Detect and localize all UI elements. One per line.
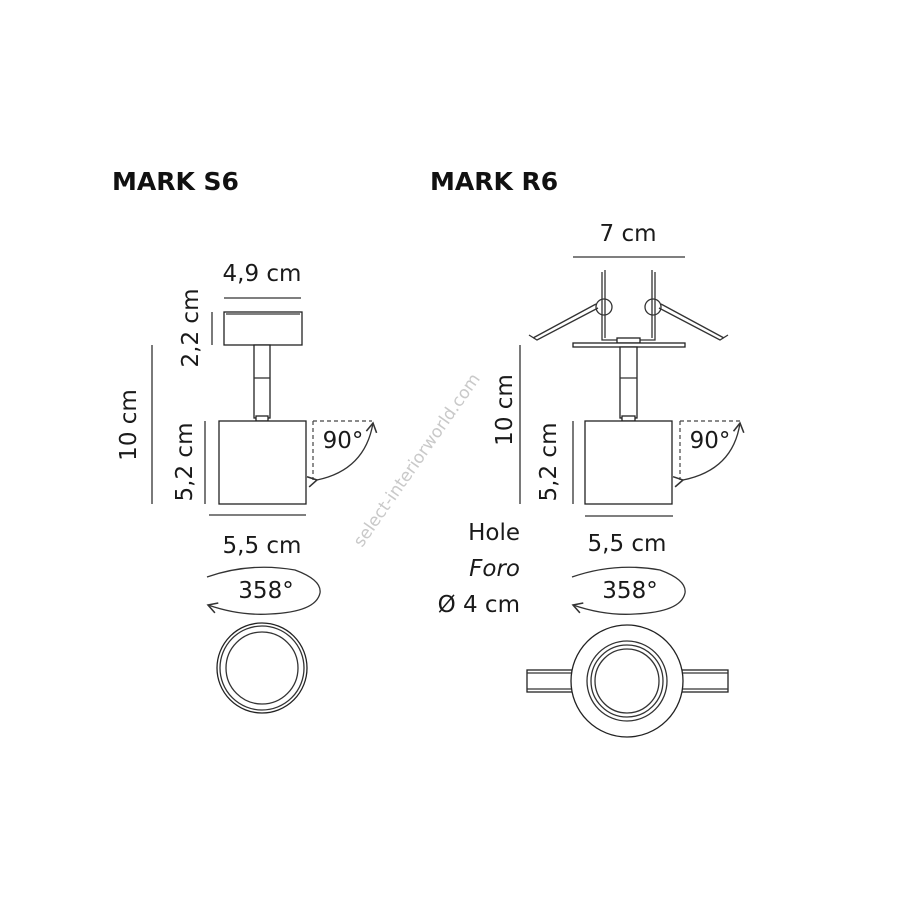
mark-r6-drawing: MARK R6 7 cm 5,2 cm 10 cm 90° 5,5 cm Hol… xyxy=(430,167,745,738)
spot-head xyxy=(584,420,673,505)
rotation-angle-label: 358° xyxy=(238,578,293,604)
front-view-outer-ring xyxy=(586,640,668,722)
mark-s6-title: MARK S6 xyxy=(112,167,239,196)
mark-s6-drawing: MARK S6 4,9 cm 2,2 cm 5,2 cm 10 cm 90° 5… xyxy=(112,167,378,714)
bracket-frame xyxy=(601,272,656,341)
canopy-width-label: 4,9 cm xyxy=(223,261,302,287)
front-view-lens xyxy=(594,648,660,714)
total-height-label: 10 cm xyxy=(492,374,518,446)
canopy xyxy=(223,311,303,346)
rotation-angle-label: 358° xyxy=(602,578,657,604)
stem xyxy=(253,344,271,419)
front-view-inner-ring xyxy=(219,625,305,711)
spring-coil-right xyxy=(644,298,662,316)
recessed-frame-brackets xyxy=(528,270,729,348)
tilt-arrow-icon xyxy=(306,421,378,488)
hole-label: Hole xyxy=(468,520,520,546)
canopy-height-label: 2,2 cm xyxy=(178,289,204,368)
head-width-label: 5,5 cm xyxy=(588,531,667,557)
head-height-label: 5,2 cm xyxy=(172,423,198,502)
tilt-arrow-icon xyxy=(672,421,745,488)
spring-clip-right xyxy=(658,303,729,341)
bracket-inner-edge xyxy=(604,270,653,338)
front-view xyxy=(526,624,729,738)
front-view-trim-ring xyxy=(570,624,684,738)
spring-coil-left xyxy=(595,298,613,316)
tilt-angle-label: 90° xyxy=(690,428,731,454)
front-view-lens xyxy=(225,631,299,705)
watermark: select-interiorworld.com xyxy=(350,370,485,551)
stem-base xyxy=(255,415,269,422)
rotation-arrow-icon xyxy=(206,566,321,615)
rotation-arrow-icon xyxy=(571,566,686,615)
spring-clip-left xyxy=(528,303,599,341)
total-height-label: 10 cm xyxy=(116,389,142,461)
foro-label: Foro xyxy=(469,556,520,582)
tilt-angle-label: 90° xyxy=(323,428,364,454)
stem-base xyxy=(621,415,636,422)
bracket-base xyxy=(616,337,641,344)
stem xyxy=(619,346,638,419)
hole-diameter-label: Ø 4 cm xyxy=(438,592,520,618)
head-width-label: 5,5 cm xyxy=(223,533,302,559)
mark-r6-title: MARK R6 xyxy=(430,167,558,196)
front-view-inner-ring xyxy=(590,644,664,718)
spot-head xyxy=(218,420,307,505)
frame-width-label: 7 cm xyxy=(600,221,657,247)
front-view-outer-ring xyxy=(216,622,308,714)
head-height-label: 5,2 cm xyxy=(536,423,562,502)
